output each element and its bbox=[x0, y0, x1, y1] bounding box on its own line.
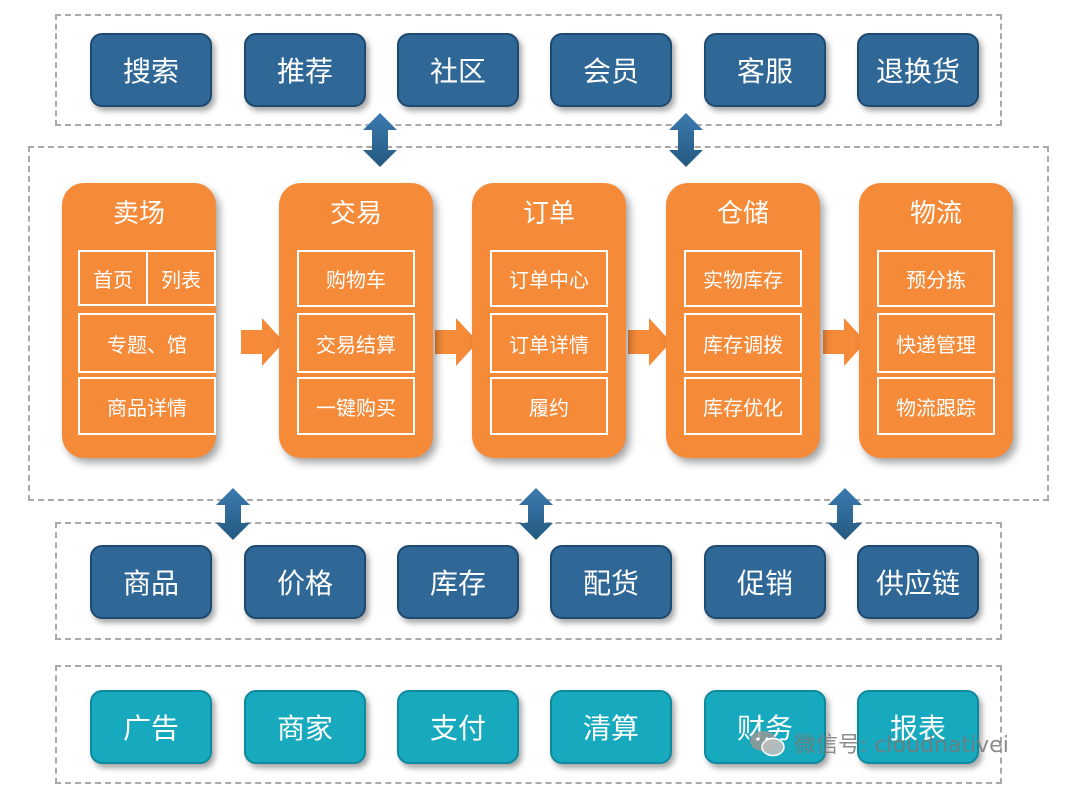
card-item: 实物库存 bbox=[684, 250, 802, 307]
watermark: 微信号: cloudnativei bbox=[748, 727, 1009, 759]
card-item: 物流跟踪 bbox=[877, 377, 995, 435]
flow-arrow-1 bbox=[241, 318, 284, 366]
card-item: 履约 bbox=[490, 377, 608, 435]
top-box-search: 搜索 bbox=[90, 33, 212, 107]
mid-box-supply-chain: 供应链 bbox=[857, 545, 979, 619]
double-arrow-bottom-1 bbox=[216, 488, 250, 540]
support-services-frame bbox=[55, 665, 1002, 784]
card-item: 购物车 bbox=[297, 250, 415, 307]
double-arrow-top-right bbox=[669, 113, 703, 167]
card-item: 预分拣 bbox=[877, 250, 995, 307]
top-box-returns: 退换货 bbox=[857, 33, 979, 107]
bottom-box-merchant: 商家 bbox=[244, 690, 366, 764]
bottom-box-payment: 支付 bbox=[397, 690, 519, 764]
flow-arrow-3 bbox=[628, 318, 671, 366]
card-item: 快递管理 bbox=[877, 313, 995, 373]
flow-arrow-4 bbox=[823, 318, 866, 366]
mid-box-price: 价格 bbox=[244, 545, 366, 619]
top-box-recommend: 推荐 bbox=[244, 33, 366, 107]
card-item: 列表 bbox=[146, 250, 216, 306]
card-item: 首页 bbox=[78, 250, 148, 306]
card-warehouse: 仓储 实物库存 库存调拨 库存优化 bbox=[666, 183, 820, 458]
mid-box-inventory: 库存 bbox=[397, 545, 519, 619]
bottom-box-ads: 广告 bbox=[90, 690, 212, 764]
bottom-box-reports: 报表 bbox=[857, 690, 979, 764]
card-item: 专题、馆 bbox=[78, 313, 216, 373]
double-arrow-bottom-3 bbox=[828, 488, 862, 540]
top-box-community: 社区 bbox=[397, 33, 519, 107]
top-box-member: 会员 bbox=[550, 33, 672, 107]
top-box-customer-service: 客服 bbox=[704, 33, 826, 107]
flow-arrow-2 bbox=[435, 318, 478, 366]
card-title: 订单 bbox=[522, 199, 575, 229]
card-order: 订单 订单中心 订单详情 履约 bbox=[472, 183, 626, 458]
bottom-box-clearing: 清算 bbox=[550, 690, 672, 764]
mid-box-distribution: 配货 bbox=[550, 545, 672, 619]
top-services-frame bbox=[55, 14, 1002, 126]
watermark-text: 微信号: cloudnativei bbox=[794, 733, 1009, 758]
card-title: 交易 bbox=[329, 199, 382, 229]
card-item: 一键购买 bbox=[297, 377, 415, 435]
mid-box-promotion: 促销 bbox=[704, 545, 826, 619]
double-arrow-bottom-2 bbox=[519, 488, 553, 540]
double-arrow-top-left bbox=[363, 113, 397, 167]
card-logistics: 物流 预分拣 快递管理 物流跟踪 bbox=[859, 183, 1013, 458]
card-transaction: 交易 购物车 交易结算 一键购买 bbox=[279, 183, 433, 458]
mid-box-product: 商品 bbox=[90, 545, 212, 619]
wechat-icon bbox=[750, 731, 785, 757]
card-item: 商品详情 bbox=[78, 377, 216, 435]
card-item: 订单中心 bbox=[490, 250, 608, 307]
card-item: 交易结算 bbox=[297, 313, 415, 373]
card-item: 库存调拨 bbox=[684, 313, 802, 373]
card-title: 仓储 bbox=[716, 199, 769, 229]
card-title: 物流 bbox=[909, 199, 962, 229]
card-item: 库存优化 bbox=[684, 377, 802, 435]
card-marketplace: 卖场 首页 列表 专题、馆 商品详情 bbox=[62, 183, 216, 458]
card-item: 订单详情 bbox=[490, 313, 608, 373]
card-title: 卖场 bbox=[112, 199, 165, 229]
